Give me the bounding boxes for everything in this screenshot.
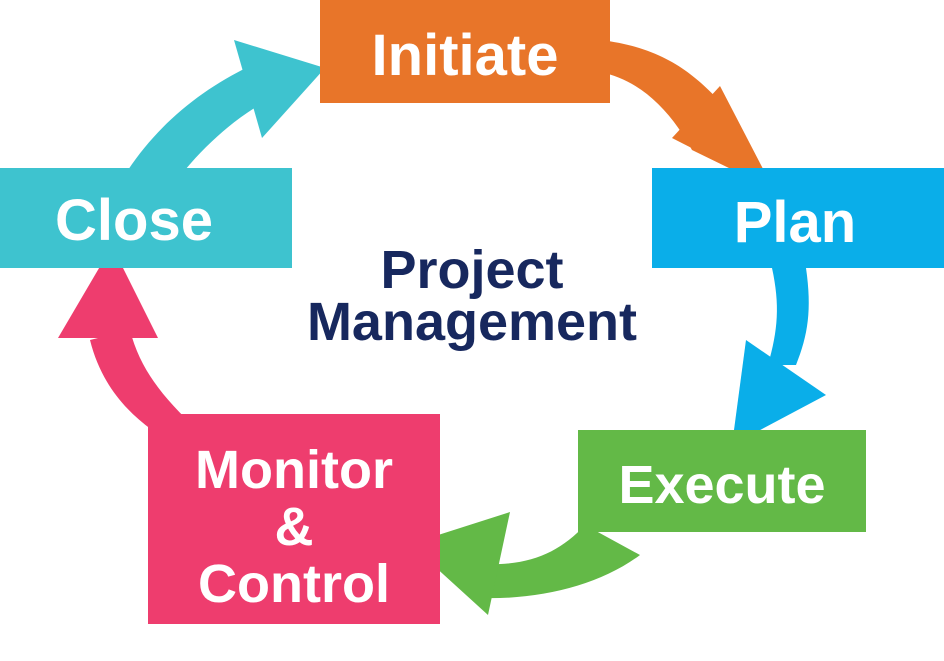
stage-close: Close: [0, 168, 292, 268]
stage-initiate-label: Initiate: [372, 23, 559, 88]
stage-monitor-control-label-line1: Monitor: [195, 440, 393, 500]
arrow-close-to-initiate-body: [128, 66, 268, 170]
stage-close-box: [0, 168, 292, 268]
stage-execute-label: Execute: [618, 455, 825, 515]
stage-initiate: Initiate: [320, 0, 610, 103]
arrow-plan-to-execute-body: [768, 268, 809, 365]
stage-monitor-control-label-line2: &: [275, 497, 314, 557]
arrow-initiate-to-plan-head: [672, 86, 774, 190]
stage-monitor-control: Monitor & Control: [148, 414, 440, 624]
center-title-line2: Management: [307, 292, 637, 352]
stage-execute: Execute: [578, 430, 866, 532]
arrow-monitor-to-close-body: [90, 330, 198, 430]
stage-plan-label: Plan: [734, 190, 857, 255]
arrow-plan-to-execute-head: [732, 340, 826, 445]
stage-plan: Plan: [652, 168, 944, 268]
stage-plan-box: [652, 168, 944, 268]
center-title-line1: Project: [380, 240, 563, 300]
arrow-close-to-initiate-head: [234, 40, 325, 138]
stage-monitor-control-label-line3: Control: [198, 554, 390, 614]
center-title: Project Management: [307, 240, 637, 352]
arrow-execute-to-monitor-body: [480, 525, 640, 599]
stage-monitor-control-box: [148, 414, 440, 624]
stage-initiate-box: [320, 0, 610, 103]
stage-execute-box: [578, 430, 866, 532]
arrow-plan-to-execute: [732, 268, 826, 445]
stage-close-label: Close: [55, 188, 213, 253]
arrow-close-to-initiate: [128, 40, 325, 170]
arrow-initiate-to-plan: [600, 40, 774, 190]
arrow-monitor-to-close-head: [58, 246, 158, 338]
arrow-monitor-to-close: [58, 246, 198, 430]
